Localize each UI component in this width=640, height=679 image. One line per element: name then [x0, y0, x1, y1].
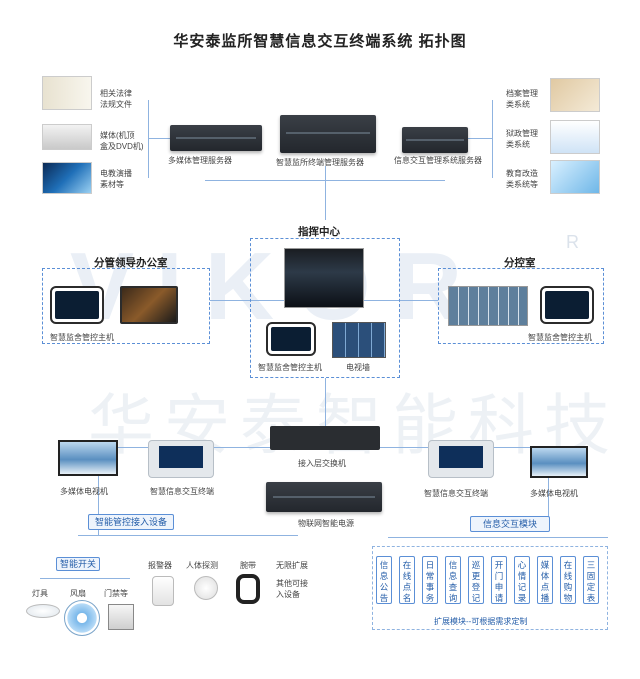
leader-monitor-image — [120, 286, 178, 324]
command-host-tablet — [266, 322, 316, 356]
studio-image — [42, 162, 92, 194]
leader-office-title: 分管领导办公室 — [94, 257, 168, 269]
info-module-item: 信息查询 — [445, 556, 461, 604]
right-tv-label: 多媒体电视机 — [530, 489, 578, 498]
media-server-image — [170, 125, 262, 151]
left-terminal-label: 智慧信息交互终端 — [150, 487, 214, 496]
media-server-label: 多媒体管理服务器 — [168, 156, 232, 165]
top-left-label-2: 媒体(机顶 盒及DVD机) — [100, 131, 144, 151]
info-module-item: 媒体点播 — [537, 556, 553, 604]
left-tv-image — [58, 440, 118, 476]
info-server-image — [402, 127, 468, 153]
right-tv-image — [530, 446, 588, 478]
sub-control-room-image — [448, 286, 528, 326]
connector-left-bottom-branch — [78, 535, 298, 536]
connector-center-down — [325, 378, 326, 428]
lamp-icon — [26, 604, 60, 618]
left-terminal-image — [148, 440, 214, 478]
command-center-image — [284, 248, 364, 308]
leader-office-box — [42, 268, 210, 344]
info-module-item: 在线购物 — [560, 556, 576, 604]
sub-control-title: 分控室 — [504, 257, 536, 269]
connector-right-to-server — [468, 138, 492, 139]
unlimited-expansion-label: 无限扩展 — [276, 561, 308, 570]
diagram-title: 华安泰监所智慧信息交互终端系统 拓扑图 — [173, 33, 467, 50]
watermark-registered-mark: R — [566, 232, 579, 252]
info-module-item: 巡更登记 — [468, 556, 484, 604]
connector-left-bottom-vertical — [98, 447, 99, 535]
info-module-box — [372, 546, 608, 630]
smart-access-title: 智能管控接入设备 — [88, 514, 174, 530]
alarm-label: 报警器 — [148, 561, 172, 570]
wristband-label: 腕带 — [240, 561, 256, 570]
info-module-item: 日常事务 — [422, 556, 438, 604]
info-module-item: 开门申请 — [491, 556, 507, 604]
access-switch-label: 接入层交换机 — [298, 459, 346, 468]
command-center-title: 指挥中心 — [298, 226, 340, 238]
prison-management-image — [550, 120, 600, 154]
body-sensor-label: 人体探测 — [186, 561, 218, 570]
switch-item-fan-label: 风扇 — [70, 589, 86, 598]
connector-smart-switch — [40, 578, 130, 579]
terminal-server-image — [280, 115, 376, 153]
top-right-label-3: 教育改造 类系统等 — [506, 169, 538, 189]
command-center-box — [250, 238, 400, 378]
info-module-title: 信息交互模块 — [470, 516, 550, 532]
sub-control-host-tablet — [540, 286, 594, 324]
command-host-label: 智慧监舍管控主机 — [258, 363, 322, 372]
video-wall-label: 电视墙 — [346, 363, 370, 372]
sub-control-host-label: 智慧监舍管控主机 — [528, 333, 592, 342]
info-module-item: 在线点名 — [399, 556, 415, 604]
connector-right-bottom-vertical — [548, 447, 549, 525]
info-module-item: 信息公告 — [376, 556, 392, 604]
top-right-label-2: 狱政管理 类系统 — [506, 129, 538, 149]
top-left-label-3: 电教演播 素材等 — [100, 169, 132, 189]
switch-item-lamp-label: 灯具 — [32, 589, 48, 598]
smart-switch-title: 智能开关 — [56, 557, 100, 571]
top-right-label-1: 档案管理 类系统 — [506, 89, 538, 109]
connector-right-bottom-branch — [388, 537, 608, 538]
top-left-label-1: 相关法律 法规文件 — [100, 89, 132, 109]
connector-left-vertical — [148, 100, 149, 178]
info-module-items: 信息公告在线点名日常事务信息查询巡更登记开门申请心情记录媒体点播在线购物三固定表 — [376, 556, 604, 612]
terminal-server-label: 智慧监所终端管理服务器 — [276, 158, 364, 167]
door-access-icon — [108, 604, 134, 630]
wristband-icon — [236, 574, 260, 604]
leader-host-label: 智慧监舍管控主机 — [50, 333, 114, 342]
switch-item-door-label: 门禁等 — [104, 589, 128, 598]
right-terminal-image — [428, 440, 494, 478]
access-switch-image — [270, 426, 380, 450]
body-sensor-icon — [194, 576, 218, 600]
info-module-item: 心情记录 — [514, 556, 530, 604]
media-player-image — [42, 124, 92, 150]
connector-servers-down — [325, 166, 326, 220]
info-server-label: 信息交互管理系统服务器 — [394, 156, 482, 165]
archive-image — [550, 78, 600, 112]
other-devices-label: 其他可接 入设备 — [276, 579, 308, 599]
video-wall-image — [332, 322, 386, 358]
info-module-footer: 扩展模块--可根据需求定制 — [434, 617, 528, 626]
info-module-item: 三固定表 — [583, 556, 599, 604]
left-tv-label: 多媒体电视机 — [60, 487, 108, 496]
smart-power-image — [266, 482, 382, 512]
law-documents-image — [42, 76, 92, 110]
alarm-icon — [152, 576, 174, 606]
fan-icon — [64, 600, 100, 636]
leader-host-tablet — [50, 286, 104, 324]
connector-left-to-server — [148, 138, 170, 139]
connector-right-vertical — [492, 100, 493, 178]
right-terminal-label: 智慧信息交互终端 — [424, 489, 488, 498]
smart-power-label: 物联网智能电源 — [298, 519, 354, 528]
education-image — [550, 160, 600, 194]
sub-control-box — [438, 268, 604, 344]
